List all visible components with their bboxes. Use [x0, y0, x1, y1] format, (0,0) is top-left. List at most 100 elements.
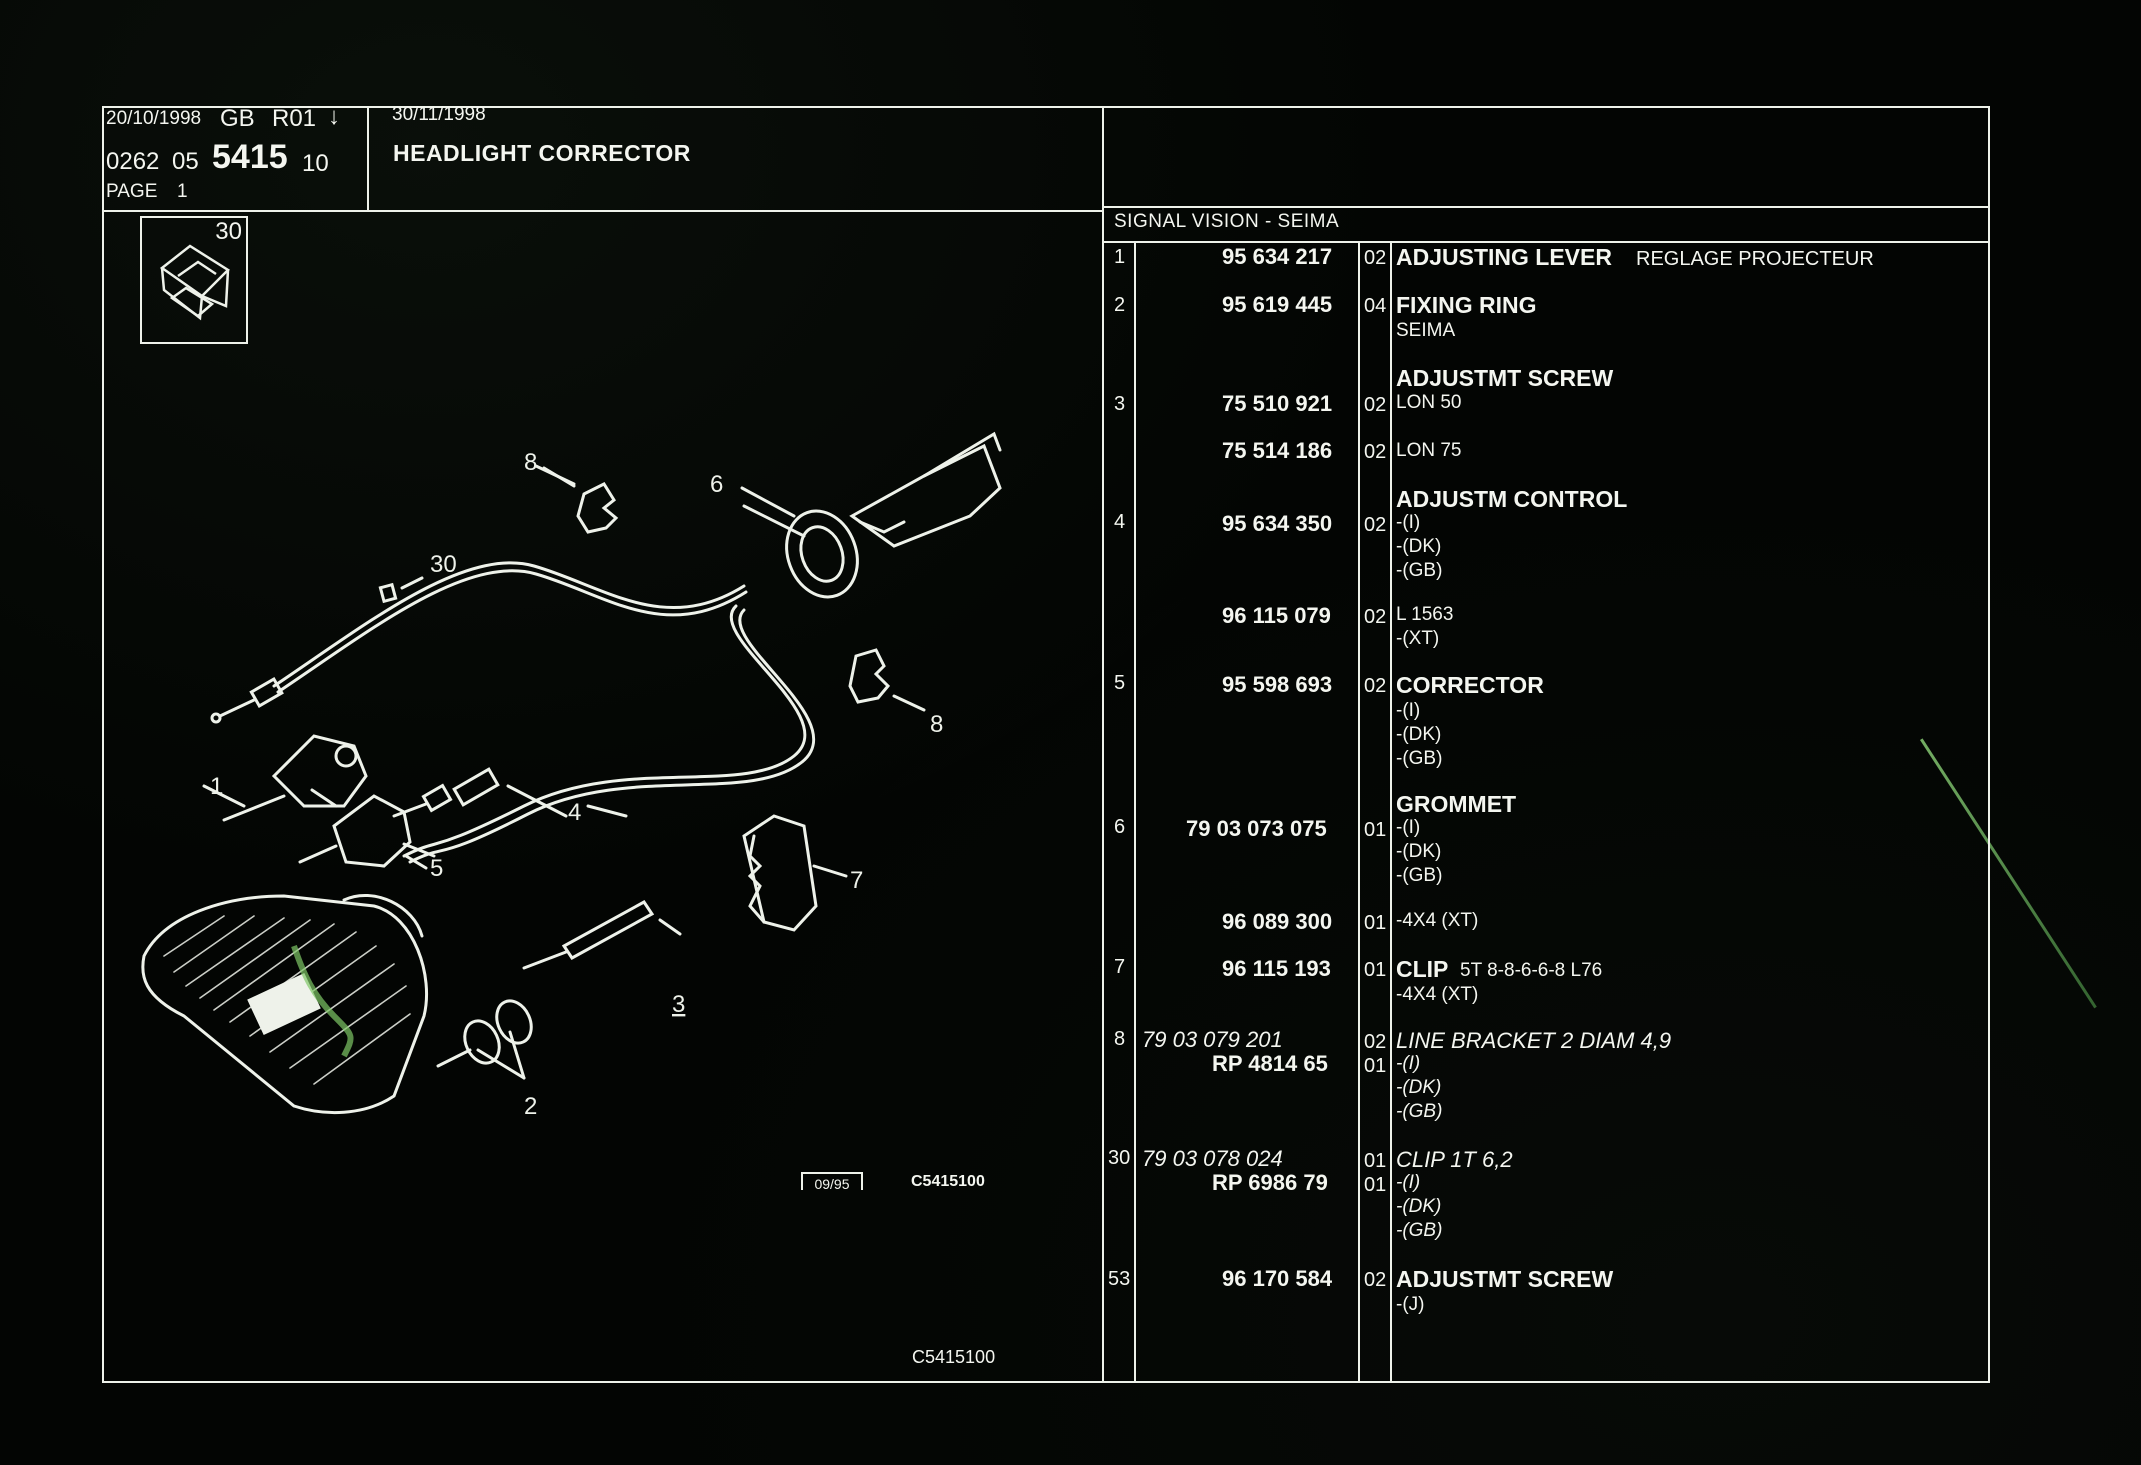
reference-number: 75 510 921 — [1222, 391, 1333, 416]
quantity: 02 — [1364, 247, 1387, 269]
quantity: 04 — [1364, 295, 1387, 317]
quantity: 01 — [1364, 1055, 1387, 1077]
quantity: 02 — [1364, 441, 1387, 463]
part-1-actuator — [271, 734, 368, 808]
part-suffix: 5T 8-8-6-6-8 L76 — [1460, 960, 1603, 981]
quantity: 01 — [1364, 1174, 1387, 1196]
item-number: 7 — [1114, 956, 1126, 978]
drawing-stamp: 09/95 — [801, 1172, 863, 1192]
item-number: 53 — [1108, 1268, 1131, 1290]
code-main: 5415 — [212, 138, 288, 176]
quantity: 02 — [1364, 514, 1387, 536]
country-code: GB — [220, 105, 255, 132]
callout-8-right: 8 — [930, 711, 943, 738]
adjuster-cable — [402, 604, 807, 858]
item-number: 1 — [1114, 246, 1126, 268]
part-5-corrector — [332, 794, 412, 868]
reference-number: RP 6986 79 — [1212, 1170, 1328, 1195]
ref-column-line — [1358, 241, 1360, 1383]
clip-thumbnail-icon — [159, 244, 230, 321]
quantity: 01 — [1364, 959, 1387, 981]
code-prefix-1: 0262 — [106, 148, 160, 175]
part-detail: -(GB) — [1396, 1101, 1443, 1122]
reference-number: 79 03 073 075 — [1186, 816, 1327, 841]
reference-number: 95 619 445 — [1222, 292, 1333, 317]
part-detail: -4X4 (XT) — [1396, 984, 1479, 1005]
part-suffix: REGLAGE PROJECTEUR — [1636, 248, 1874, 270]
quantity: 01 — [1364, 819, 1387, 841]
callout-7: 7 — [850, 867, 863, 894]
callout-6: 6 — [710, 471, 723, 498]
part-detail: -(J) — [1396, 1294, 1425, 1315]
quantity: 02 — [1364, 606, 1387, 628]
exploded-view-drawing: 8 6 30 8 1 4 5 7 3 2 — [141, 431, 1002, 1120]
part-6-grommet — [785, 509, 859, 599]
part-detail: -4X4 (XT) — [1396, 910, 1479, 931]
part-detail: -(DK) — [1396, 841, 1442, 862]
item-number: 6 — [1114, 816, 1126, 838]
page-label: PAGE — [106, 181, 158, 202]
item-number: 4 — [1114, 511, 1126, 533]
reference-number: 96 089 300 — [1222, 909, 1333, 934]
code-suffix: 10 — [302, 150, 329, 177]
part-detail: -(DK) — [1396, 1196, 1442, 1217]
part-name: GROMMET — [1396, 791, 1517, 817]
part-detail: -(DK) — [1396, 1077, 1442, 1098]
reference-number: 95 598 693 — [1222, 672, 1333, 697]
part-name: ADJUSTM CONTROL — [1396, 486, 1628, 512]
revision-date: 30/11/1998 — [392, 104, 486, 125]
header-split-line — [367, 106, 369, 212]
quantity: 01 — [1364, 912, 1387, 934]
part-detail: -(I) — [1396, 1172, 1421, 1193]
callout-1: 1 — [210, 773, 223, 800]
reference-number: 75 514 186 — [1222, 438, 1333, 463]
item-number: 2 — [1114, 294, 1126, 316]
part-3-screw — [561, 900, 655, 960]
document-frame — [102, 106, 1990, 1383]
reference-number: 96 115 079 — [1222, 603, 1331, 628]
quantity: 02 — [1364, 1269, 1387, 1291]
down-arrow-icon: ↓ — [328, 103, 340, 130]
document-title: HEADLIGHT CORRECTOR — [393, 140, 691, 166]
part-name: CLIP 1T 6,2 — [1396, 1147, 1513, 1172]
main-vertical-divider — [1102, 106, 1104, 1383]
part-8-clip-top — [576, 482, 619, 534]
part-detail: -(I) — [1396, 700, 1421, 721]
supplier-top-line — [1102, 206, 1990, 208]
part-detail: LON 75 — [1396, 440, 1462, 461]
part-detail: -(I) — [1396, 817, 1421, 838]
part-name: ADJUSTING LEVER — [1396, 244, 1612, 270]
part-name: ADJUSTMT SCREW — [1396, 1266, 1614, 1292]
part-detail: -(GB) — [1396, 865, 1443, 886]
headlamp-body — [141, 894, 429, 1114]
callout-4: 4 — [568, 799, 581, 826]
part-detail: -(DK) — [1396, 724, 1442, 745]
part-name: ADJUSTMT SCREW — [1396, 365, 1614, 391]
reference-number: 95 634 350 — [1222, 511, 1333, 536]
part-detail: -(XT) — [1396, 628, 1440, 649]
part-name: CORRECTOR — [1396, 672, 1544, 698]
headlamp-motor — [849, 443, 1002, 548]
part-name: CLIP — [1396, 956, 1449, 982]
part-detail: -(GB) — [1396, 1220, 1443, 1241]
reference-number: 79 03 079 201 — [1142, 1027, 1283, 1052]
reference-number: RP 4814 65 — [1212, 1051, 1328, 1076]
qty-column-line — [1390, 241, 1392, 1383]
issue-date: 20/10/1998 — [106, 108, 202, 129]
item-number: 8 — [1114, 1028, 1126, 1050]
callout-8-top: 8 — [524, 449, 537, 476]
drawing-ref-bottom: C5415100 — [912, 1347, 996, 1367]
upper-cable — [272, 561, 746, 688]
part-detail: LON 50 — [1396, 392, 1462, 413]
quantity: 02 — [1364, 394, 1387, 416]
part-detail: -(DK) — [1396, 536, 1442, 557]
part-detail: -(I) — [1396, 1053, 1421, 1074]
supplier-label: SIGNAL VISION - SEIMA — [1114, 211, 1340, 232]
part-name: LINE BRACKET 2 DIAM 4,9 — [1396, 1028, 1672, 1053]
part-8-clip-right — [848, 648, 891, 704]
quantity: 02 — [1364, 1031, 1387, 1053]
item-number: 30 — [1108, 1147, 1131, 1169]
item-number: 3 — [1114, 393, 1126, 415]
part-30-shape — [378, 582, 398, 604]
